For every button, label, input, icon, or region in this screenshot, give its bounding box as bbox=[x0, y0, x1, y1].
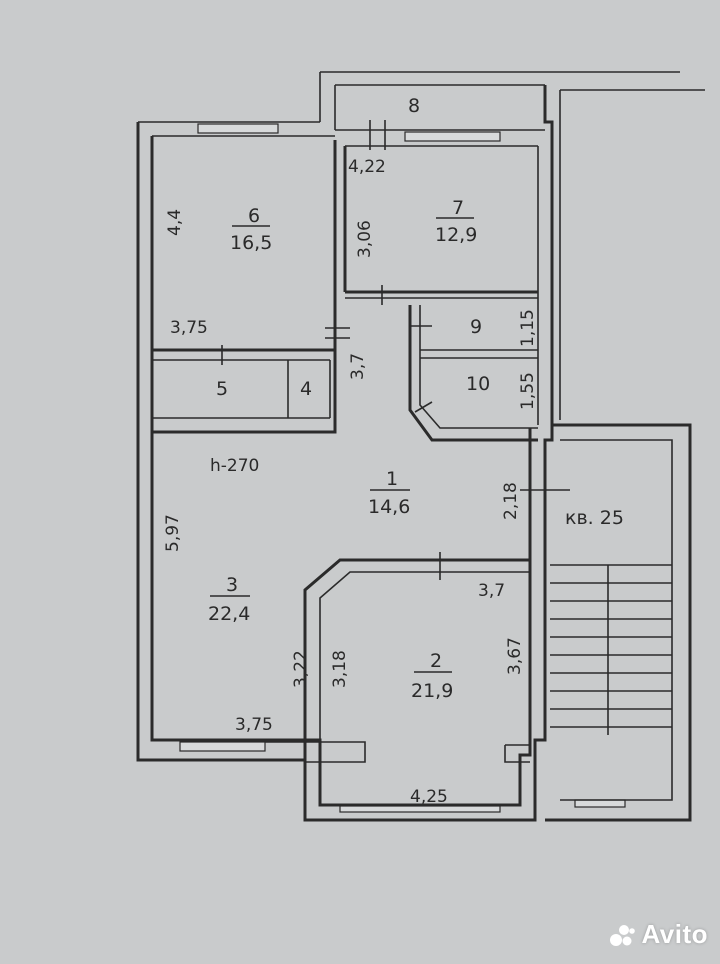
room-1-area: 14,6 bbox=[368, 496, 410, 518]
room-9-number: 9 bbox=[470, 316, 482, 338]
room-1-number: 1 bbox=[386, 468, 398, 490]
room-3-area: 22,4 bbox=[208, 603, 250, 625]
room-2-number: 2 bbox=[430, 650, 442, 672]
room-4-number: 4 bbox=[300, 378, 312, 400]
dimension-4-25: 4,25 bbox=[410, 787, 448, 807]
room-3-number: 3 bbox=[226, 574, 238, 596]
room-7-number: 7 bbox=[452, 197, 464, 219]
ceiling-height: h-270 bbox=[210, 456, 259, 476]
dimension-3-67: 3,67 bbox=[505, 637, 525, 675]
avito-watermark: Avito bbox=[607, 919, 708, 950]
dimension-1-55: 1,55 bbox=[518, 372, 538, 410]
dimension-3-75-top: 3,75 bbox=[170, 318, 208, 338]
apartment-label: кв. 25 bbox=[565, 507, 624, 529]
room-8-number: 8 bbox=[408, 95, 420, 117]
room-7-area: 12,9 bbox=[435, 224, 477, 246]
dimension-5-97: 5,97 bbox=[163, 514, 183, 552]
staircase bbox=[545, 425, 690, 820]
dimension-3-22: 3,22 bbox=[291, 650, 311, 688]
room-10-number: 10 bbox=[466, 373, 490, 395]
dimension-1-15: 1,15 bbox=[518, 309, 538, 347]
dimension-3-7: 3,7 bbox=[478, 581, 505, 601]
dimension-3-7-small: 3,7 bbox=[348, 353, 368, 380]
watermark-text: Avito bbox=[641, 919, 708, 950]
room-2-area: 21,9 bbox=[411, 680, 453, 702]
room-6-area: 16,5 bbox=[230, 232, 272, 254]
dimension-3-18: 3,18 bbox=[330, 650, 350, 688]
room-5-number: 5 bbox=[216, 378, 228, 400]
dimension-4-4: 4,4 bbox=[165, 209, 185, 236]
dimension-2-18: 2,18 bbox=[501, 482, 521, 520]
dimension-3-06: 3,06 bbox=[355, 220, 375, 258]
dimension-4-22: 4,22 bbox=[348, 157, 386, 177]
dimension-3-75-bottom: 3,75 bbox=[235, 715, 273, 735]
outer-walls bbox=[138, 72, 705, 820]
avito-logo-icon bbox=[607, 920, 637, 950]
room-6-number: 6 bbox=[248, 205, 260, 227]
